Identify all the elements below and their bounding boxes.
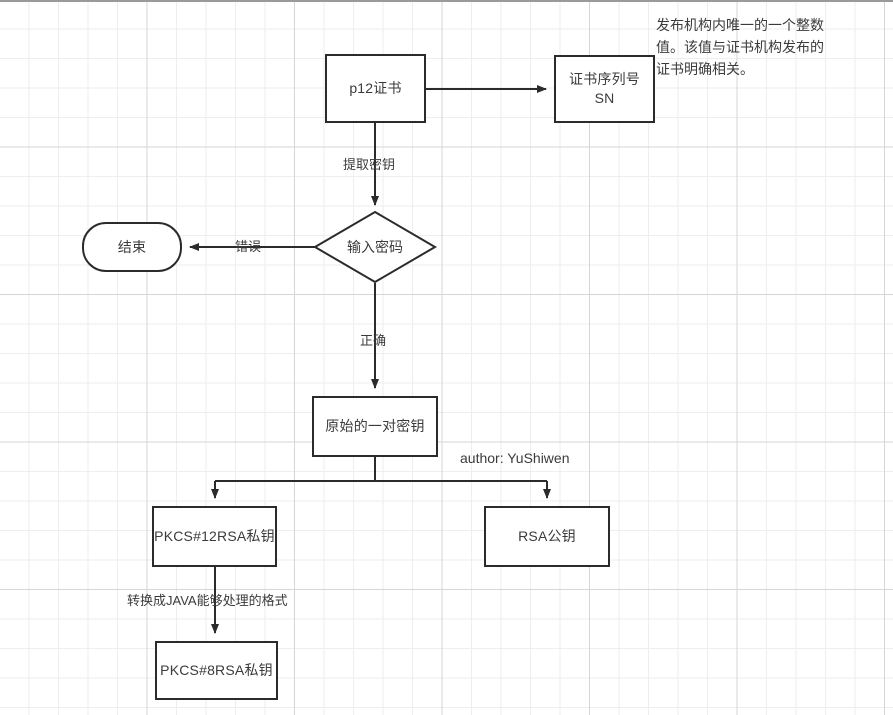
decision-password-shape — [313, 210, 437, 284]
top-border-rule — [0, 0, 893, 2]
node-original-key-pair[interactable]: 原始的一对密钥 — [312, 396, 438, 457]
edge-keypair-split — [211, 457, 551, 499]
node-serial-label-line1: 证书序列号 — [569, 71, 640, 87]
edge-label-correct: 正确 — [360, 333, 387, 348]
node-pkcs12-rsa-private-key[interactable]: PKCS#12RSA私钥 — [152, 506, 277, 567]
node-p12-certificate[interactable]: p12证书 — [325, 54, 426, 123]
node-rsa-public-key[interactable]: RSA公钥 — [484, 506, 610, 567]
node-end-terminal[interactable]: 结束 — [82, 222, 182, 272]
edge-label-error: 错误 — [235, 239, 262, 254]
node-pkcs8-label: PKCS#8RSA私钥 — [160, 662, 273, 678]
annotation-serial-number-note: 发布机构内唯一的一个整数值。该值与证书机构发布的证书明确相关。 — [656, 17, 824, 77]
node-rsa-public-key-label: RSA公钥 — [518, 528, 576, 544]
node-p12-certificate-label: p12证书 — [349, 80, 402, 96]
node-certificate-serial-number[interactable]: 证书序列号 SN — [554, 55, 655, 123]
edge-label-extract-key: 提取密钥 — [343, 157, 396, 172]
node-pkcs12-label: PKCS#12RSA私钥 — [154, 528, 275, 544]
edge-label-convert-to-java-format: 转换成JAVA能够处理的格式 — [127, 593, 288, 608]
node-original-key-pair-label: 原始的一对密钥 — [325, 418, 425, 434]
node-serial-label-line2: SN — [594, 90, 615, 106]
annotation-author: author: YuShiwen — [460, 450, 570, 466]
node-end-label: 结束 — [117, 238, 147, 255]
node-pkcs8-rsa-private-key[interactable]: PKCS#8RSA私钥 — [155, 641, 278, 700]
